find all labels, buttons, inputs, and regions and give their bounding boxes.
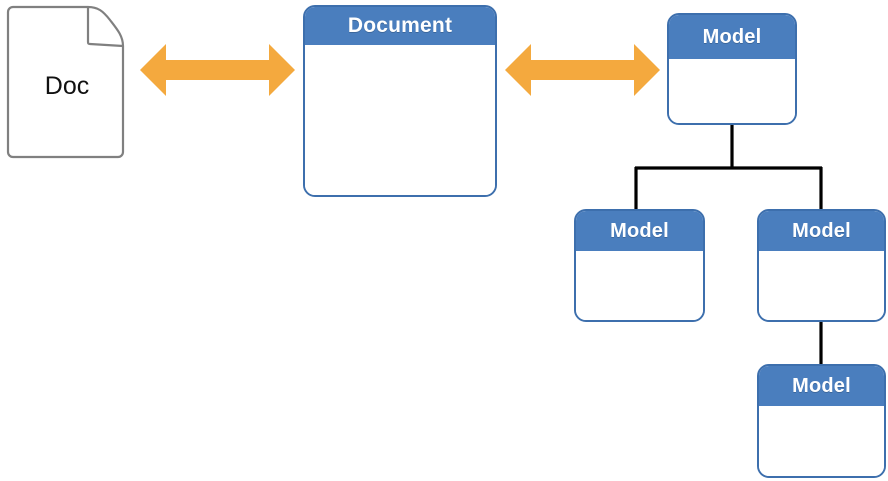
node-model-child-right-header: Model bbox=[759, 211, 884, 251]
node-model-root-body[interactable] bbox=[669, 59, 795, 123]
node-model-root[interactable]: Model bbox=[667, 13, 797, 125]
node-model-grandchild[interactable]: Model bbox=[757, 364, 886, 478]
node-document-header: Document bbox=[305, 7, 495, 45]
node-document[interactable]: Document bbox=[303, 5, 497, 197]
node-model-child-left-header: Model bbox=[576, 211, 703, 251]
arrow-document-to-model bbox=[505, 44, 660, 96]
arrow-doc-to-document bbox=[140, 44, 295, 96]
node-model-grandchild-header: Model bbox=[759, 366, 884, 406]
node-model-grandchild-body[interactable] bbox=[759, 406, 884, 476]
doc-page-icon bbox=[6, 5, 125, 159]
node-model-child-right[interactable]: Model bbox=[757, 209, 886, 322]
node-model-child-left[interactable]: Model bbox=[574, 209, 705, 322]
doc-label: Doc bbox=[44, 72, 90, 100]
node-model-child-right-body[interactable] bbox=[759, 251, 884, 320]
doc-page-shape[interactable] bbox=[0, 0, 140, 170]
node-model-child-left-body[interactable] bbox=[576, 251, 703, 320]
node-model-root-header: Model bbox=[669, 15, 795, 59]
node-document-body[interactable] bbox=[305, 45, 495, 195]
